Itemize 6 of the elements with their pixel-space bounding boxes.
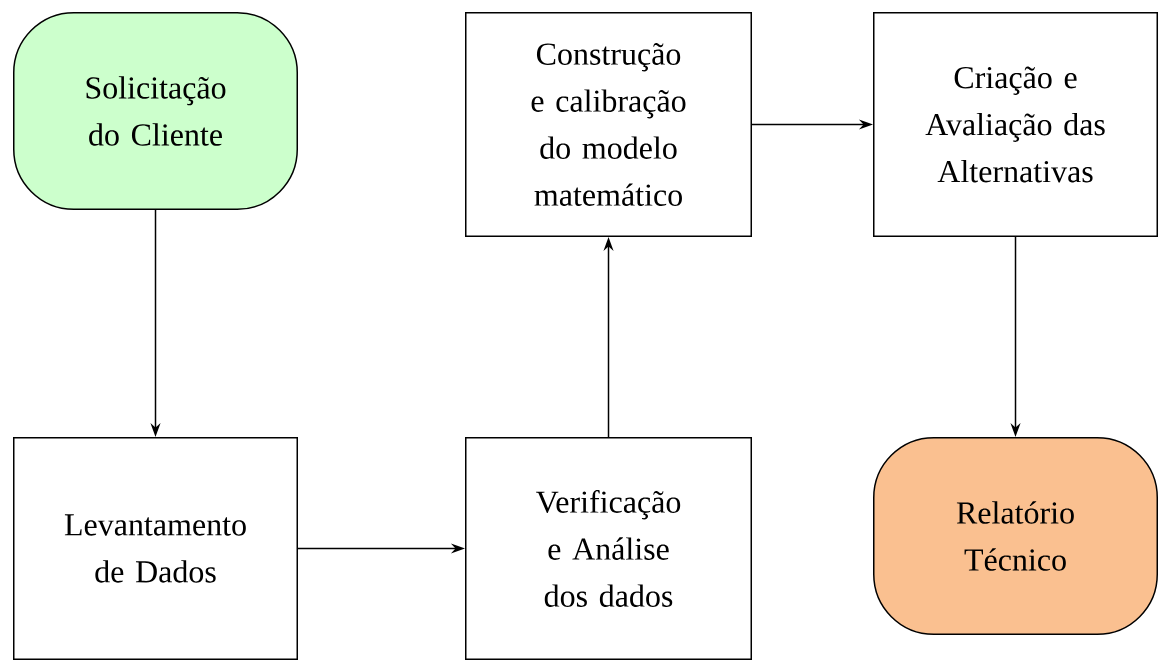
start-terminator: Solicitação do Cliente: [13, 12, 298, 210]
process-box: Criação e Avaliação das Alternativas: [873, 12, 1158, 237]
process-box: Levantamento de Dados: [13, 437, 298, 660]
process-box: Verificação e Análise dos dados: [465, 437, 752, 660]
end-terminator: Relatório Técnico: [873, 437, 1158, 635]
process-box: Construção e calibração do modelo matemático: [465, 12, 752, 237]
